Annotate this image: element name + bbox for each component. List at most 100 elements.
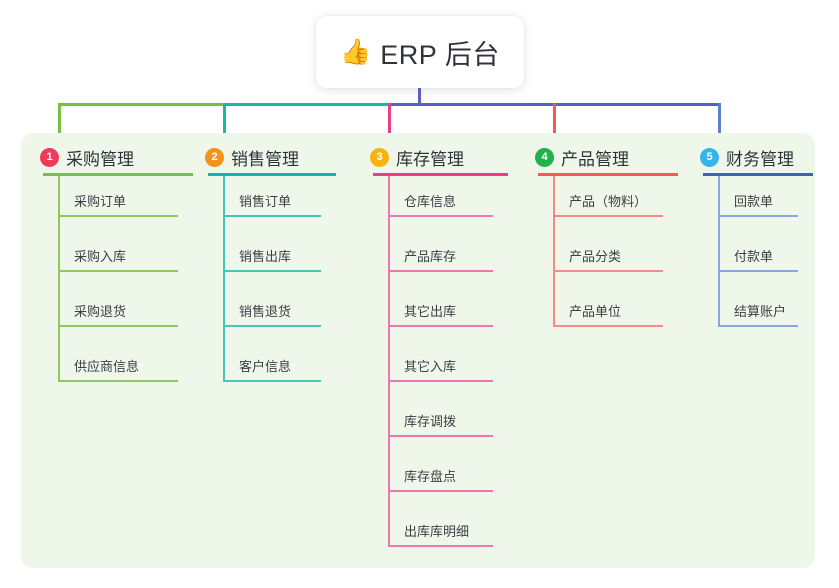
drop-line-col-3 [388, 103, 391, 145]
root-node-content: 👍 ERP 后台 [340, 33, 500, 72]
category-underline [208, 173, 336, 176]
root-node-title: ERP 后台 [380, 39, 500, 70]
category-column-5: 5 财务管理回款单付款单结算账户 [700, 133, 813, 568]
menu-item[interactable]: 客户信息 [223, 348, 321, 382]
category-number-badge: 1 [40, 148, 59, 167]
menu-item[interactable]: 回款单 [718, 183, 798, 217]
menu-item-underline [718, 325, 798, 327]
thumbs-up-icon: 👍 [340, 37, 372, 66]
menu-item[interactable]: 库存调拨 [388, 403, 493, 437]
category-underline [703, 173, 813, 176]
menu-item[interactable]: 其它出库 [388, 293, 493, 327]
column-spine-line [718, 176, 720, 327]
category-underline [43, 173, 193, 176]
column-spine-line [553, 176, 555, 327]
category-column-1: 1 采购管理采购订单采购入库采购退货供应商信息 [40, 133, 193, 568]
menu-item-label: 仓库信息 [404, 194, 457, 209]
menu-item-label: 供应商信息 [74, 359, 140, 374]
menu-item[interactable]: 销售退货 [223, 293, 321, 327]
menu-item[interactable]: 库存盘点 [388, 458, 493, 492]
menu-item-underline [553, 325, 663, 327]
menu-item-label: 结算账户 [734, 304, 787, 319]
category-number-badge: 2 [205, 148, 224, 167]
category-title: 采购管理 [66, 150, 134, 169]
category-header-1[interactable]: 1 采购管理 [40, 145, 134, 170]
menu-item-underline [388, 435, 493, 437]
root-node-card[interactable]: 👍 ERP 后台 [316, 16, 524, 88]
menu-item-underline [718, 270, 798, 272]
category-title: 产品管理 [561, 150, 629, 169]
category-number-badge: 5 [700, 148, 719, 167]
categories-panel [21, 133, 815, 568]
menu-item[interactable]: 采购入库 [58, 238, 178, 272]
root-stem-line [418, 88, 421, 106]
category-header-2[interactable]: 2 销售管理 [205, 145, 299, 170]
menu-item[interactable]: 付款单 [718, 238, 798, 272]
category-title: 库存管理 [396, 150, 464, 169]
drop-line-col-5 [718, 103, 721, 145]
menu-item-underline [388, 380, 493, 382]
menu-item-underline [58, 325, 178, 327]
menu-item[interactable]: 销售订单 [223, 183, 321, 217]
drop-line-col-1 [58, 103, 61, 145]
category-column-3: 3 库存管理仓库信息产品库存其它出库其它入库库存调拨库存盘点出库库明细 [370, 133, 508, 568]
menu-item-underline [58, 270, 178, 272]
menu-item-underline [553, 215, 663, 217]
drop-line-col-4 [553, 103, 556, 145]
menu-item[interactable]: 仓库信息 [388, 183, 493, 217]
menu-item[interactable]: 产品（物料） [553, 183, 663, 217]
menu-item-underline [388, 325, 493, 327]
bus-segment-2 [223, 103, 388, 106]
column-spine-line [388, 176, 390, 547]
menu-item-underline [58, 380, 178, 382]
menu-item-label: 产品（物料） [569, 194, 648, 209]
category-title: 财务管理 [726, 150, 794, 169]
menu-item-underline [223, 380, 321, 382]
menu-item-label: 产品单位 [569, 304, 622, 319]
column-spine-line [223, 176, 225, 382]
menu-item[interactable]: 出库库明细 [388, 513, 493, 547]
menu-item-underline [388, 490, 493, 492]
menu-item-underline [223, 270, 321, 272]
menu-item-label: 其它入库 [404, 359, 457, 374]
menu-item-underline [223, 325, 321, 327]
menu-item-underline [388, 215, 493, 217]
menu-item-underline [718, 215, 798, 217]
menu-item-label: 产品分类 [569, 249, 622, 264]
menu-item[interactable]: 产品单位 [553, 293, 663, 327]
menu-item[interactable]: 采购退货 [58, 293, 178, 327]
menu-item-label: 回款单 [734, 194, 774, 209]
menu-item[interactable]: 其它入库 [388, 348, 493, 382]
menu-item-label: 客户信息 [239, 359, 292, 374]
menu-item-label: 采购退货 [74, 304, 127, 319]
menu-item[interactable]: 结算账户 [718, 293, 798, 327]
menu-item-underline [223, 215, 321, 217]
menu-item-label: 采购入库 [74, 249, 127, 264]
menu-item[interactable]: 产品库存 [388, 238, 493, 272]
category-underline [373, 173, 508, 176]
category-title: 销售管理 [231, 150, 299, 169]
menu-item-label: 销售出库 [239, 249, 292, 264]
category-header-5[interactable]: 5 财务管理 [700, 145, 794, 170]
menu-item[interactable]: 供应商信息 [58, 348, 178, 382]
column-spine-line [58, 176, 60, 382]
menu-item[interactable]: 产品分类 [553, 238, 663, 272]
drop-line-col-2 [223, 103, 226, 145]
menu-item-underline [58, 215, 178, 217]
menu-item-underline [388, 545, 493, 547]
menu-item-underline [553, 270, 663, 272]
menu-item-label: 库存调拨 [404, 414, 457, 429]
menu-item-label: 其它出库 [404, 304, 457, 319]
menu-item[interactable]: 采购订单 [58, 183, 178, 217]
category-header-3[interactable]: 3 库存管理 [370, 145, 464, 170]
menu-item-label: 付款单 [734, 249, 774, 264]
menu-item[interactable]: 销售出库 [223, 238, 321, 272]
menu-item-underline [388, 270, 493, 272]
menu-item-label: 产品库存 [404, 249, 457, 264]
category-number-badge: 3 [370, 148, 389, 167]
menu-item-label: 出库库明细 [404, 524, 470, 539]
menu-item-label: 销售订单 [239, 194, 292, 209]
